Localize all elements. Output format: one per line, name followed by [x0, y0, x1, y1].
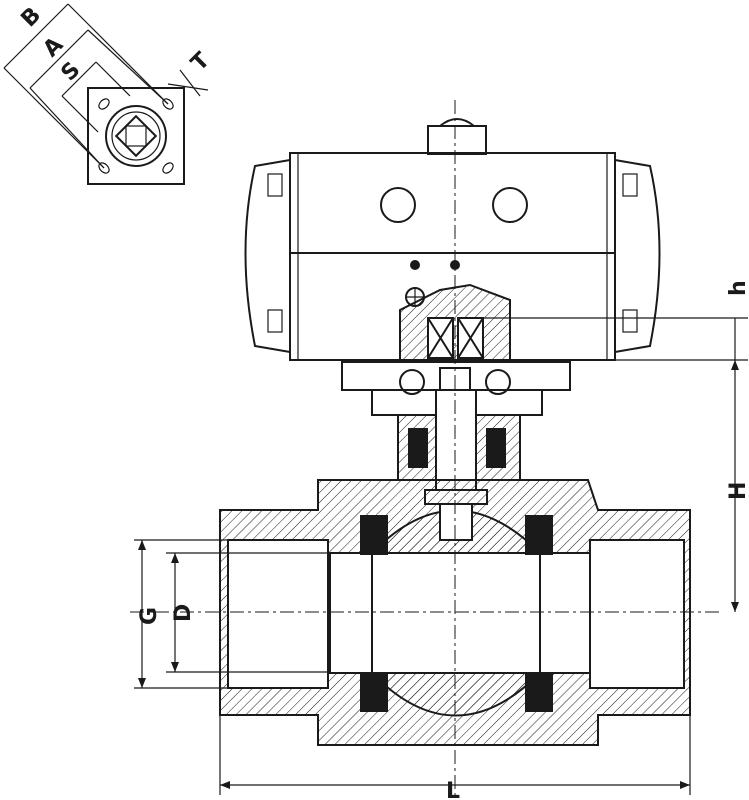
dimension-label-B: B: [17, 3, 47, 33]
dimension-label-S: S: [57, 57, 86, 86]
dimension-label-h: h: [726, 280, 749, 296]
mounting-flange-view: [3, 3, 209, 185]
actuator: [244, 118, 661, 361]
dimension-label-H: H: [726, 482, 749, 500]
dimension-label-D: D: [171, 604, 196, 622]
dimension-lines: [134, 317, 748, 795]
dimension-label-T: T: [187, 48, 215, 76]
dimension-label-L: L: [446, 779, 460, 800]
dimension-label-G: G: [137, 607, 162, 625]
dimension-label-A: A: [39, 33, 69, 63]
